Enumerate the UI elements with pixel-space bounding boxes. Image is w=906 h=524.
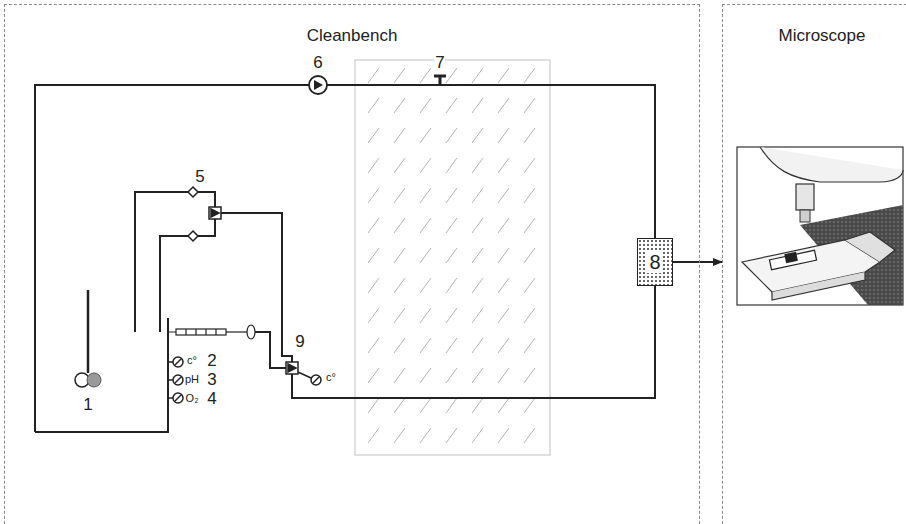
stage-edge: [772, 272, 865, 300]
tubing: [35, 85, 655, 432]
sensor-mark: [175, 359, 181, 365]
sensor-mark: [313, 377, 319, 383]
tube: [292, 286, 655, 398]
stirrer-shaft: [87, 290, 90, 373]
tube: [160, 236, 188, 332]
valve-mark: [288, 364, 296, 372]
pump-6: [309, 76, 327, 94]
sensor-mark: [175, 377, 181, 383]
filter-symbol: [188, 231, 198, 241]
tank-wall: [35, 318, 168, 432]
cleanbench-region: Cleanbench 8: [4, 4, 700, 524]
node-text: Microscope: [723, 5, 906, 46]
flow-chamber-box: 8: [637, 238, 673, 286]
sensor-mark: [175, 395, 181, 401]
sensor-label: pH: [184, 374, 200, 386]
connector-arrow: [673, 261, 722, 263]
tube: [35, 85, 655, 432]
septum: [247, 325, 255, 339]
microscope-region: Microscope: [722, 4, 906, 524]
port-7: [434, 76, 446, 85]
chamber-slide: [769, 250, 816, 269]
tube: [255, 332, 286, 368]
callout-number: 2: [206, 352, 217, 370]
tube: [135, 192, 188, 332]
valve-9: [286, 362, 298, 374]
syringe-barrel: [176, 329, 226, 335]
ph-sensor: [173, 375, 183, 385]
callout-number: 7: [434, 54, 445, 72]
tube: [198, 219, 215, 236]
sensor-wire: [298, 372, 311, 378]
callout-number: 5: [194, 168, 205, 186]
temperature-sensor: [311, 375, 321, 385]
tube: [198, 192, 215, 207]
syringe-scale: [186, 329, 216, 335]
microscope-head: [760, 147, 903, 182]
objective-lens: [800, 210, 810, 222]
objective: [796, 184, 814, 210]
syringe: [168, 325, 255, 339]
hatched-area: [355, 60, 550, 455]
temperature-sensor: [173, 357, 183, 367]
syringe-needle: [226, 331, 247, 332]
callout-number: 4: [206, 390, 217, 408]
filters: [188, 187, 198, 241]
callout-number: 9: [294, 333, 305, 351]
syringe-plunger: [168, 328, 176, 336]
callout-number: 3: [206, 371, 217, 389]
stirrer-blade: [87, 373, 101, 387]
chamber-mark: [784, 252, 798, 263]
microscope-picture: [737, 147, 903, 305]
stage-holder: [845, 232, 895, 262]
node-text: Cleanbench: [5, 5, 699, 46]
picture-frame: [737, 147, 903, 305]
sensor-label: c°: [186, 355, 198, 367]
valve-body: [209, 207, 221, 219]
callout-number: 6: [312, 54, 323, 72]
node-text: 8: [647, 252, 662, 273]
filter-symbol: [188, 187, 198, 197]
sensor-label: O₂: [185, 393, 200, 405]
sensor-label: c°: [325, 372, 337, 384]
pump-symbol: [309, 76, 327, 94]
valve-body: [286, 362, 298, 374]
pump-mark: [314, 80, 323, 90]
valve-mark: [211, 209, 219, 217]
valve-5: [209, 207, 221, 219]
tube: [221, 213, 292, 362]
callout-number: 1: [82, 396, 93, 414]
oxygen-sensor: [173, 393, 183, 403]
